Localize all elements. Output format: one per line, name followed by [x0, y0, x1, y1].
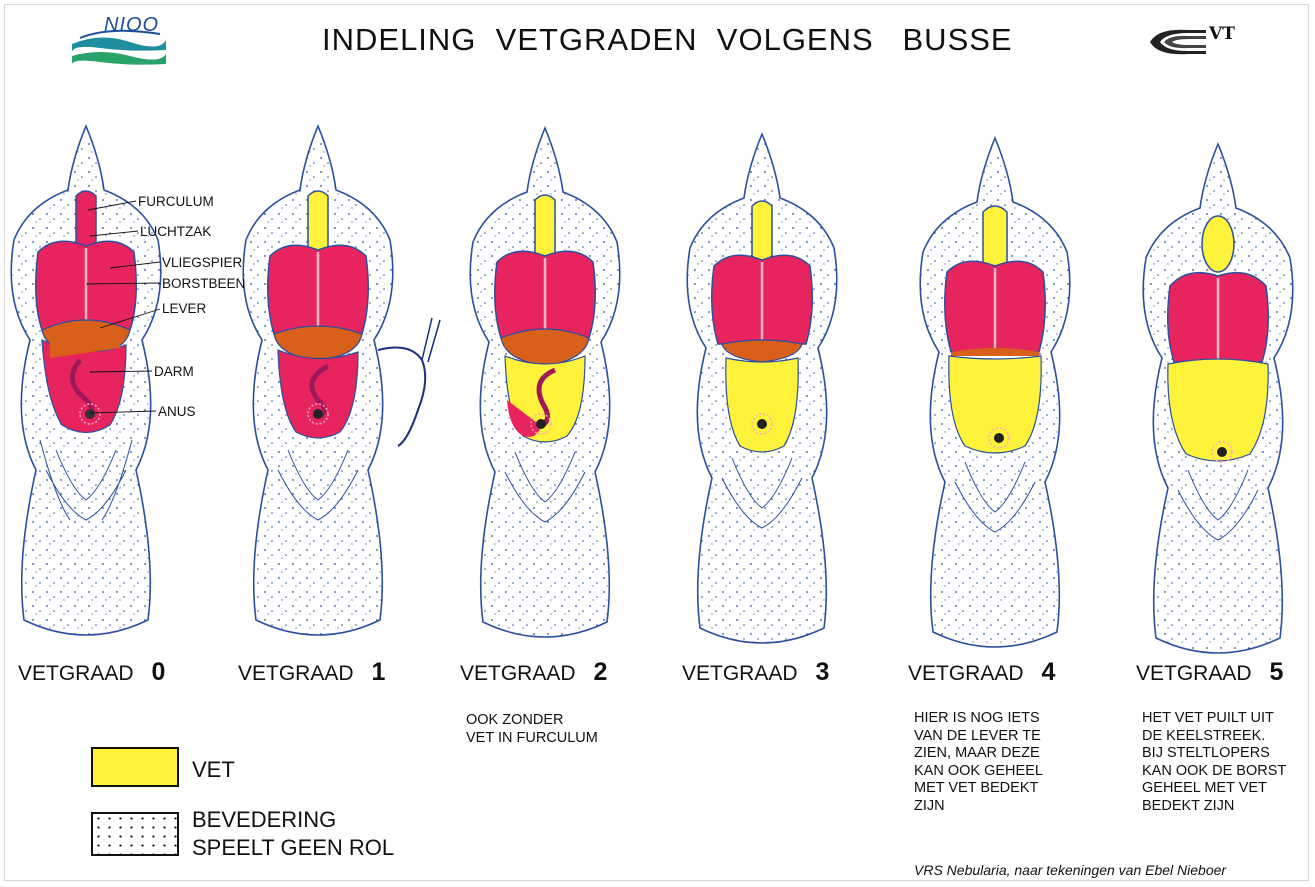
grade-label-text: VETGRAAD — [1136, 662, 1252, 685]
bird-grade-2 — [470, 128, 620, 637]
grade-label-text: VETGRAAD — [908, 662, 1024, 685]
legend-fat-label: VET — [192, 756, 235, 783]
legend-feather-swatch — [91, 812, 179, 856]
grade-label-text: VETGRAAD — [238, 662, 354, 685]
grade-label-2: VETGRAAD 2 — [460, 658, 607, 687]
grade-label-0: VETGRAAD 0 — [18, 658, 165, 687]
legend-feather-label-line1: BEVEDERING — [192, 806, 336, 833]
grade-number: 4 — [1042, 658, 1056, 686]
label-borstbeen: BORSTBEEN — [162, 276, 245, 291]
grade-label-4: VETGRAAD 4 — [908, 658, 1055, 687]
note-grade-5: HET VET PUILT UIT DE KEELSTREEK. BIJ STE… — [1142, 710, 1286, 815]
grade-label-3: VETGRAAD 3 — [682, 658, 829, 687]
grade-label-text: VETGRAAD — [682, 662, 798, 685]
bird-grade-4 — [920, 138, 1070, 647]
note-grade-2: OOK ZONDER VET IN FURCULUM — [466, 712, 598, 747]
grade-number: 0 — [152, 658, 166, 686]
grade-label-text: VETGRAAD — [460, 662, 576, 685]
legend-fat-swatch — [91, 747, 179, 787]
label-anus: ANUS — [158, 404, 196, 419]
label-luchtzak: LUCHTZAK — [140, 224, 211, 239]
grade-number: 2 — [594, 658, 608, 686]
grade-number: 5 — [1270, 658, 1284, 686]
bird-grade-1 — [243, 126, 440, 635]
label-darm: DARM — [154, 364, 194, 379]
legend-feather-label-line2: SPEELT GEEN ROL — [192, 834, 394, 861]
note-grade-4: HIER IS NOG IETS VAN DE LEVER TE ZIEN, M… — [914, 710, 1043, 815]
label-vliegspier: VLIEGSPIER — [162, 255, 243, 270]
credit-line: VRS Nebularia, naar tekeningen van Ebel … — [914, 862, 1226, 878]
grade-label-1: VETGRAAD 1 — [238, 658, 385, 687]
grade-label-5: VETGRAAD 5 — [1136, 658, 1283, 687]
bird-grade-3 — [687, 134, 837, 643]
grade-number: 1 — [372, 658, 386, 686]
bird-grade-5 — [1143, 144, 1293, 653]
label-furculum: FURCULUM — [138, 194, 214, 209]
grade-number: 3 — [816, 658, 830, 686]
grade-label-text: VETGRAAD — [18, 662, 134, 685]
label-lever: LEVER — [162, 301, 207, 316]
